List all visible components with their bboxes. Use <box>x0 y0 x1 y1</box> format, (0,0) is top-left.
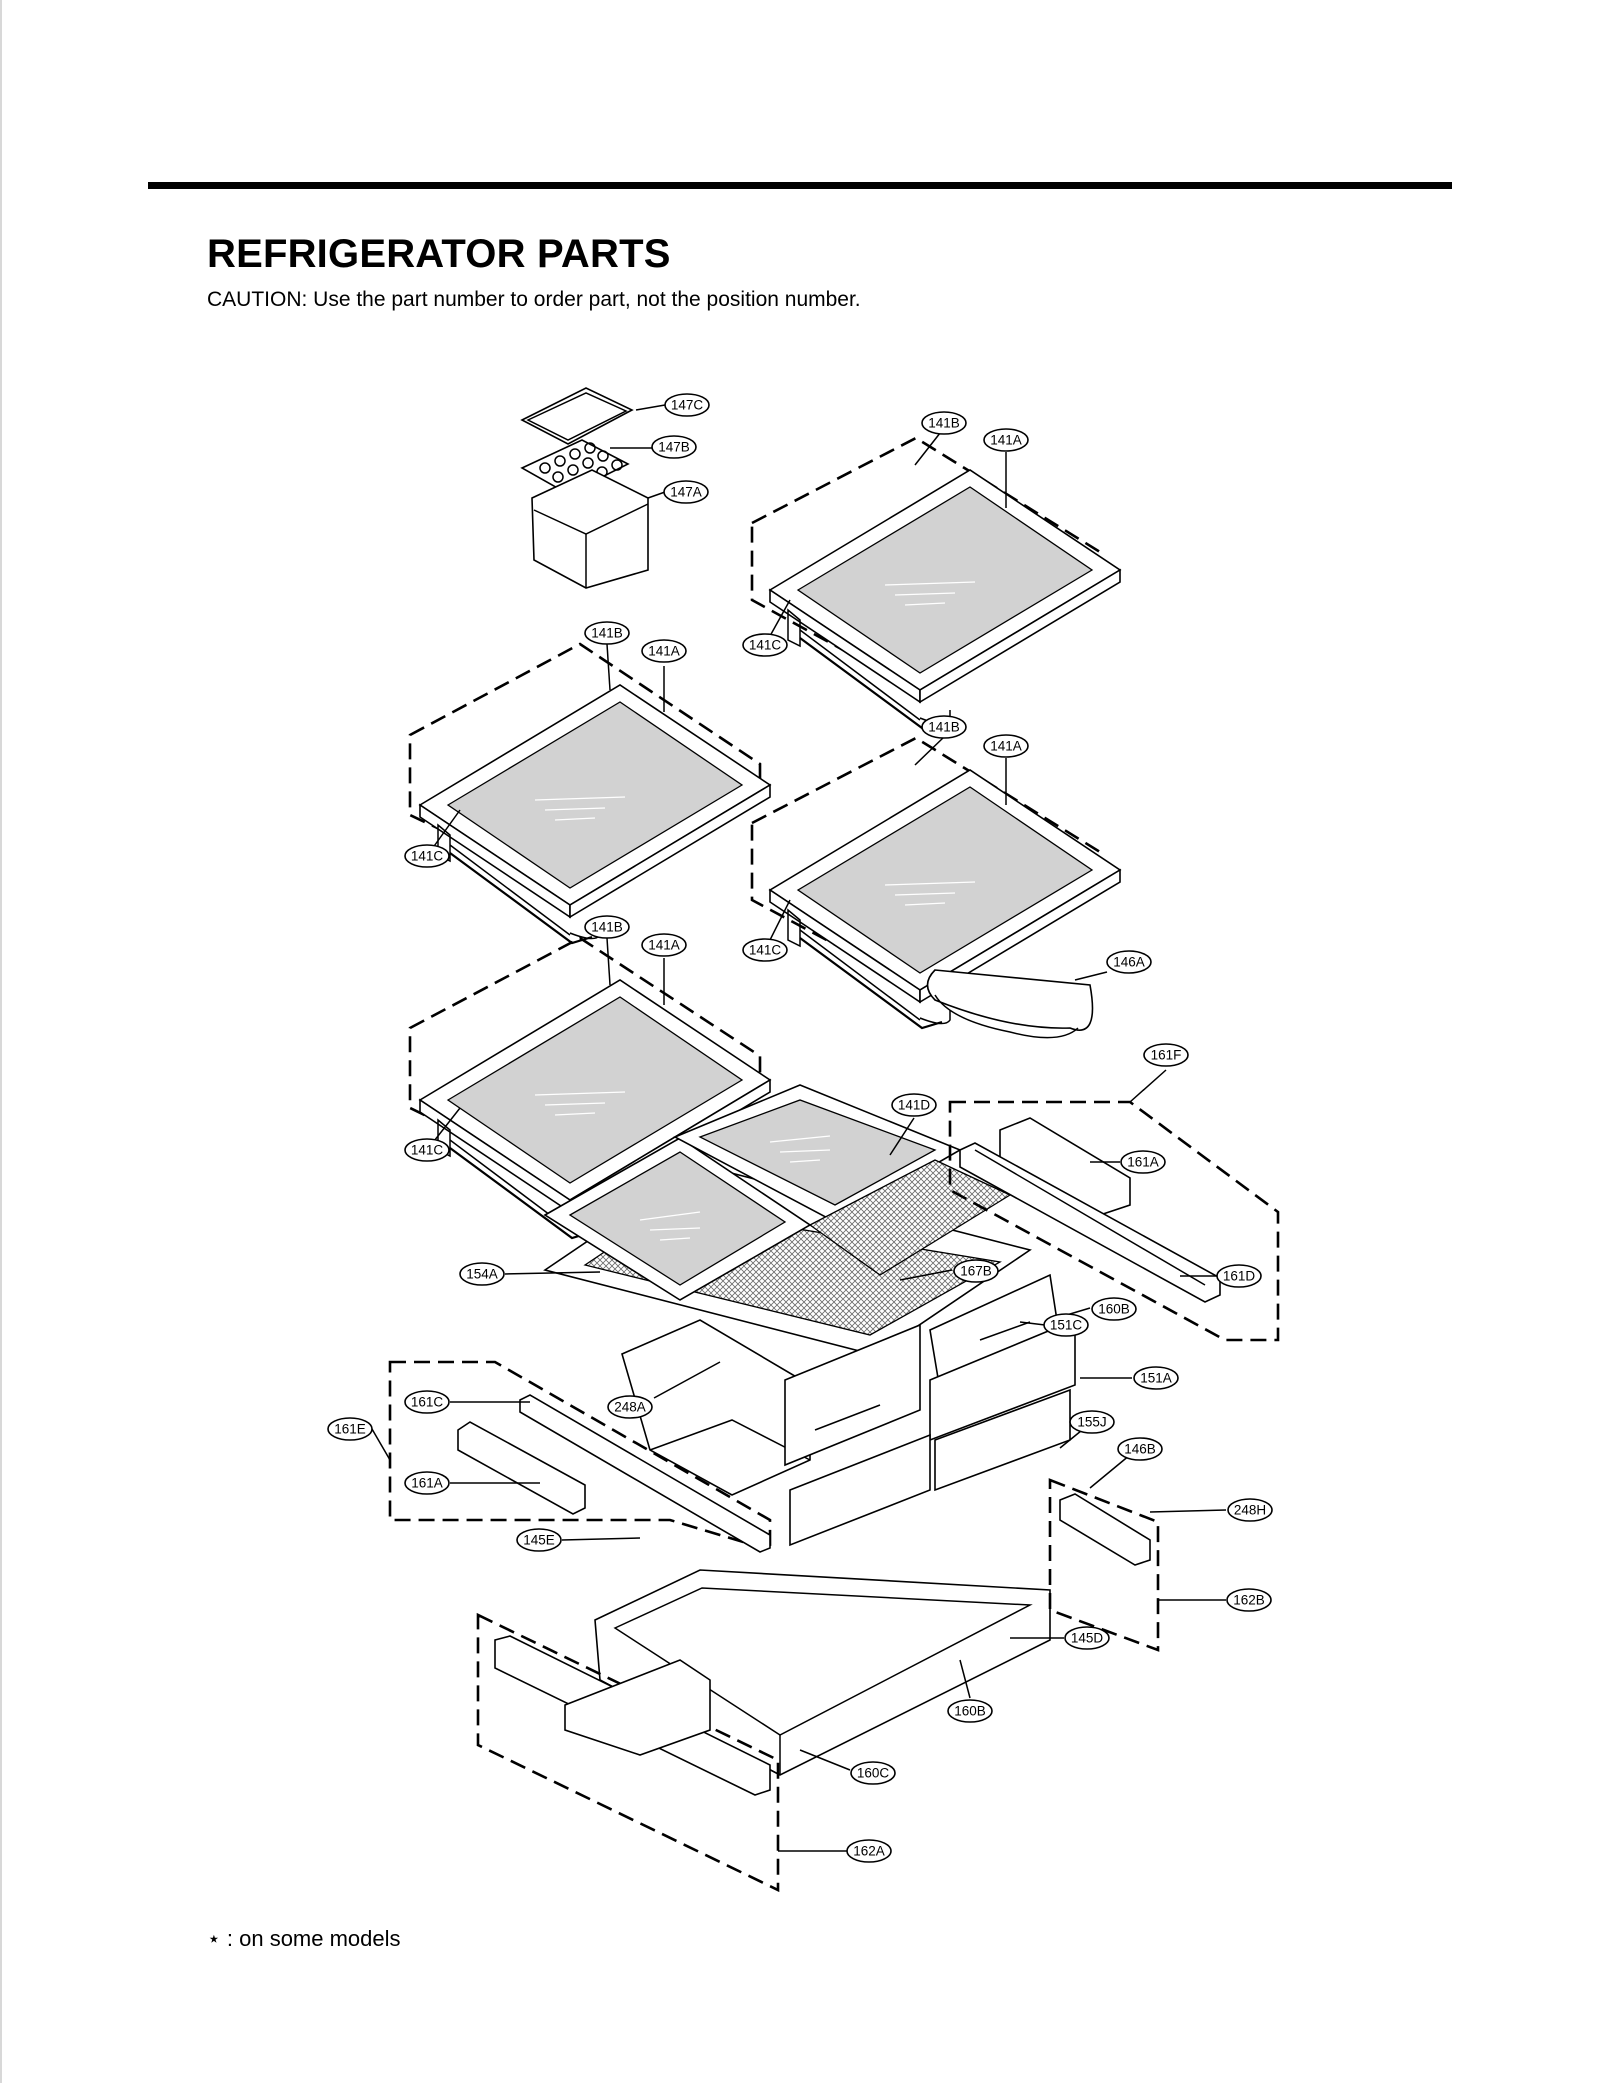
svg-text:161F: 161F <box>1151 1048 1182 1063</box>
page-edge <box>0 0 2 2083</box>
svg-text:141B: 141B <box>591 920 623 935</box>
svg-text:141C: 141C <box>749 943 782 958</box>
svg-text:147C: 147C <box>671 398 704 413</box>
callout-146A: 146A <box>1106 950 1152 974</box>
svg-text:141A: 141A <box>990 739 1022 754</box>
footnote: ⋆ : on some models <box>207 1926 401 1951</box>
rail-set-161E <box>388 1360 772 1553</box>
svg-text:167B: 167B <box>960 1264 992 1279</box>
header-rule <box>148 182 1452 189</box>
callout-161C: 161C <box>404 1390 450 1414</box>
callout-248H: 248H <box>1227 1498 1273 1522</box>
callout-141B-3: 141B <box>921 715 967 739</box>
svg-text:154A: 154A <box>466 1267 498 1282</box>
callout-146B: 146B <box>1117 1437 1163 1461</box>
callout-141C-3: 141C <box>742 938 788 962</box>
callout-160B-1: 160B <box>1091 1297 1137 1321</box>
callout-162A: 162A <box>846 1839 892 1863</box>
callout-160B-2: 160B <box>947 1699 993 1723</box>
svg-text:161A: 161A <box>1127 1155 1159 1170</box>
svg-text:145E: 145E <box>523 1533 555 1548</box>
crisper-drawers <box>621 1273 1076 1547</box>
shelf-middle-left <box>408 642 772 945</box>
svg-text:151C: 151C <box>1050 1318 1083 1333</box>
callout-145E: 145E <box>516 1528 562 1552</box>
callout-151A: 151A <box>1133 1366 1179 1390</box>
callout-161F: 161F <box>1143 1043 1189 1067</box>
svg-text:141B: 141B <box>928 416 960 431</box>
caution-note: CAUTION: Use the part number to order pa… <box>207 288 861 311</box>
callout-147C: 147C <box>664 393 710 417</box>
callout-161A-1: 161A <box>1120 1150 1166 1174</box>
callout-167B: 167B <box>953 1259 999 1283</box>
svg-text:141B: 141B <box>591 626 623 641</box>
callout-141B-4: 141B <box>584 915 630 939</box>
egg-tray-assembly <box>520 387 649 589</box>
rail-set-162A <box>476 1612 780 1893</box>
callout-155J: 155J <box>1069 1410 1115 1434</box>
callout-141A-4: 141A <box>641 933 687 957</box>
shelf-lower-left <box>408 936 772 1240</box>
svg-text:160B: 160B <box>954 1704 986 1719</box>
callout-141C-4: 141C <box>404 1138 450 1162</box>
callout-147B: 147B <box>651 435 697 459</box>
rail-set-161F <box>948 1100 1280 1342</box>
callout-160C: 160C <box>850 1761 896 1785</box>
svg-text:155J: 155J <box>1077 1415 1106 1430</box>
svg-text:248A: 248A <box>614 1400 646 1415</box>
svg-text:161D: 161D <box>1223 1269 1256 1284</box>
callout-151C: 151C <box>1043 1313 1089 1337</box>
callout-161E: 161E <box>327 1417 373 1441</box>
svg-text:141C: 141C <box>411 849 444 864</box>
callout-141B-2: 141B <box>584 621 630 645</box>
svg-text:146A: 146A <box>1113 955 1145 970</box>
callout-141A-3: 141A <box>983 734 1029 758</box>
callout-141B-1: 141B <box>921 411 967 435</box>
svg-text:145D: 145D <box>1071 1631 1104 1646</box>
callout-141D: 141D <box>891 1093 937 1117</box>
callout-162B: 162B <box>1226 1588 1272 1612</box>
svg-text:161C: 161C <box>411 1395 444 1410</box>
callout-145D: 145D <box>1064 1626 1110 1650</box>
svg-text:141A: 141A <box>648 938 680 953</box>
svg-text:146B: 146B <box>1124 1442 1156 1457</box>
svg-text:147A: 147A <box>670 485 702 500</box>
svg-text:162B: 162B <box>1233 1593 1265 1608</box>
svg-text:248H: 248H <box>1234 1503 1266 1518</box>
rail-set-162B <box>1048 1478 1160 1652</box>
svg-text:162A: 162A <box>853 1844 885 1859</box>
callout-141A-2: 141A <box>641 639 687 663</box>
callout-161A-2: 161A <box>404 1471 450 1495</box>
callout-147A: 147A <box>663 480 709 504</box>
svg-text:160C: 160C <box>857 1766 890 1781</box>
page-title: REFRIGERATOR PARTS <box>207 232 671 276</box>
svg-text:151A: 151A <box>1140 1371 1172 1386</box>
svg-text:141A: 141A <box>648 644 680 659</box>
callout-141C-1: 141C <box>742 633 788 657</box>
callout-154A: 154A <box>459 1262 505 1286</box>
svg-text:141A: 141A <box>990 433 1022 448</box>
svg-text:141C: 141C <box>411 1143 444 1158</box>
callout-141C-2: 141C <box>404 844 450 868</box>
svg-text:147B: 147B <box>658 440 690 455</box>
svg-text:160B: 160B <box>1098 1302 1130 1317</box>
split-glass-shelf <box>543 1084 1032 1356</box>
svg-text:141C: 141C <box>749 638 782 653</box>
callout-248A: 248A <box>607 1395 653 1419</box>
cover-146A <box>926 969 1094 1039</box>
svg-text:161E: 161E <box>334 1422 366 1437</box>
callout-141A-1: 141A <box>983 428 1029 452</box>
shelf-top-right <box>750 436 1122 730</box>
svg-text:161A: 161A <box>411 1476 443 1491</box>
callout-161D: 161D <box>1216 1264 1262 1288</box>
svg-text:141D: 141D <box>898 1098 931 1113</box>
svg-text:141B: 141B <box>928 720 960 735</box>
shelf-middle-right <box>750 736 1122 1030</box>
